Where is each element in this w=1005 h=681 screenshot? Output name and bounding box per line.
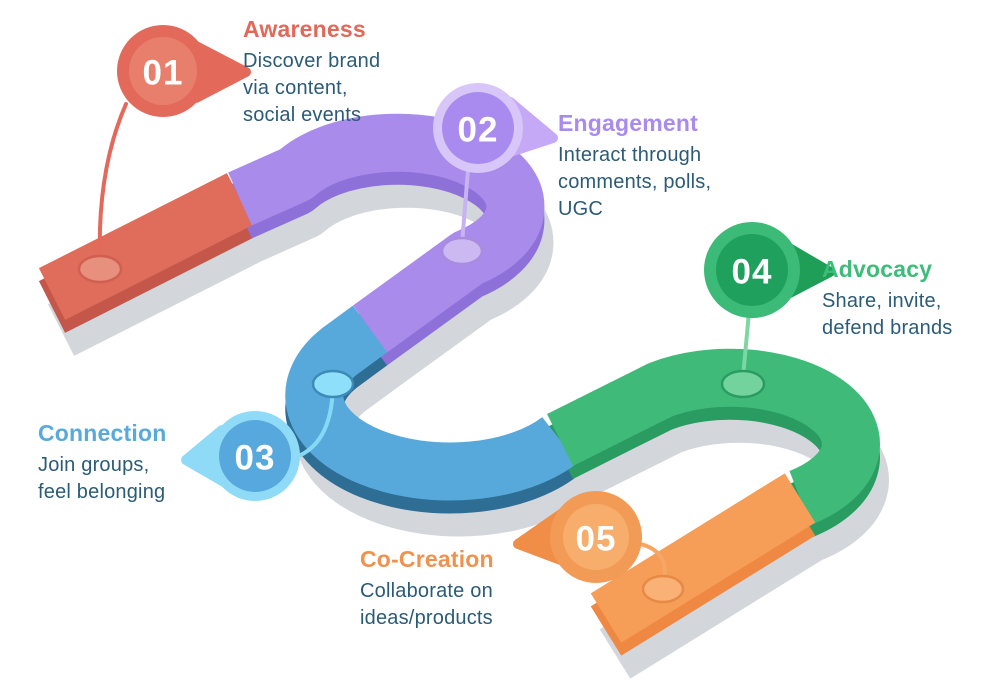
marker-inner-circle xyxy=(442,92,514,164)
stage-description: Share, invite, defend brands xyxy=(822,290,953,339)
stage-label-cocreation: Co-Creation Collaborate on ideas/product… xyxy=(360,546,494,632)
stage-title: Engagement xyxy=(558,110,699,136)
stage-title: Advocacy xyxy=(822,256,933,282)
pin-line-advocacy xyxy=(741,310,751,379)
stage-description: Interact through comments, polls, UGC xyxy=(558,144,712,220)
stage-title: Connection xyxy=(38,420,167,446)
marker-inner-circle xyxy=(219,420,291,492)
marker-connection: 03 xyxy=(181,411,300,501)
marker-cocreation: 05 xyxy=(513,491,642,583)
markers-layer: 01 02 03 04 xyxy=(117,25,835,583)
pins-layer xyxy=(77,102,766,604)
stage-label-awareness: Awareness Discover brand via content, so… xyxy=(243,16,380,129)
pin-connection xyxy=(311,369,355,399)
marker-number: 02 xyxy=(458,111,499,150)
pin-line-engagement xyxy=(460,168,470,246)
marker-inner-circle xyxy=(563,504,629,570)
stage-description: Join groups, feel belonging xyxy=(38,454,166,503)
stage-label-engagement: Engagement Interact through comments, po… xyxy=(558,110,711,223)
marker-number: 01 xyxy=(143,54,184,93)
pin-awareness xyxy=(77,254,123,284)
pin-advocacy xyxy=(720,369,766,399)
pin-line-awareness xyxy=(97,102,128,264)
marker-inner-circle xyxy=(129,37,197,105)
pin-engagement xyxy=(440,236,484,266)
stage-description: Discover brand via content, social event… xyxy=(243,50,381,126)
road-top-cocreation xyxy=(590,473,816,643)
stage-description: Collaborate on ideas/products xyxy=(360,580,493,629)
road-top-advocacy xyxy=(547,348,880,526)
stage-title: Co-Creation xyxy=(360,546,494,572)
marker-number: 04 xyxy=(732,253,773,292)
marker-engagement: 02 xyxy=(433,83,558,173)
pin-cocreation xyxy=(641,574,685,604)
stage-title: Awareness xyxy=(243,16,366,42)
marker-advocacy: 04 xyxy=(704,222,835,318)
stage-label-advocacy: Advocacy Share, invite, defend brands xyxy=(822,256,952,342)
marker-inner-circle xyxy=(716,234,788,306)
marker-awareness: 01 xyxy=(117,25,251,117)
marker-number: 03 xyxy=(235,439,276,478)
marker-number: 05 xyxy=(576,520,617,559)
stage-label-connection: Connection Join groups, feel belonging xyxy=(38,420,167,506)
